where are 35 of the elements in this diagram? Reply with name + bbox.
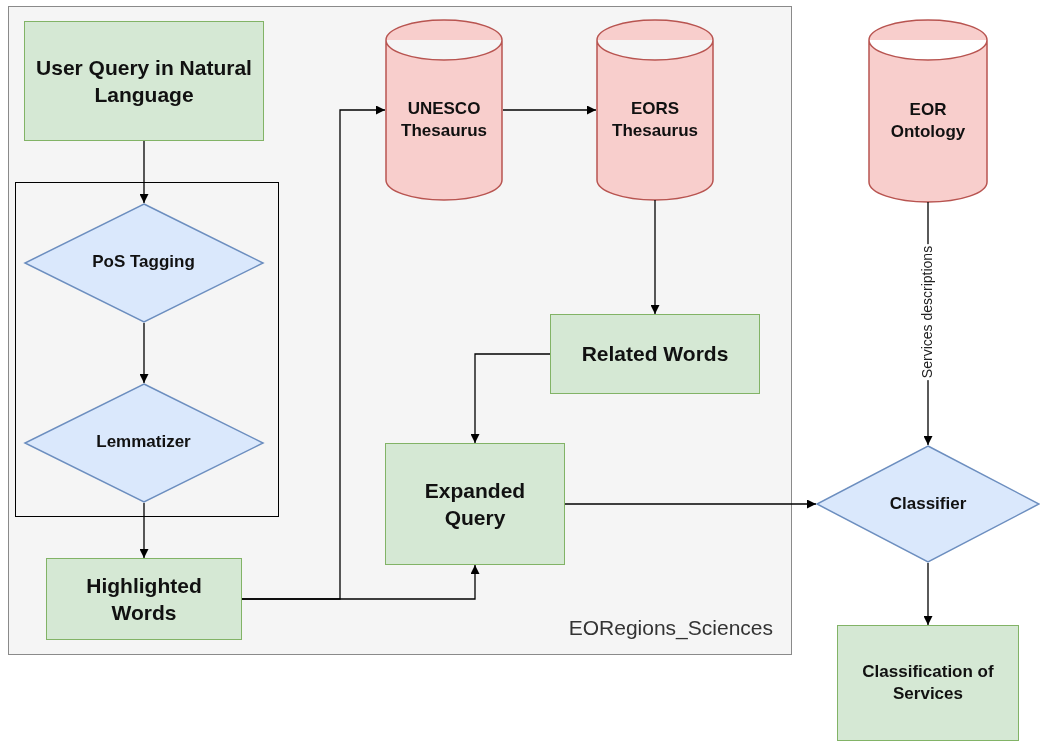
- node-label: Expanded Query: [423, 477, 527, 531]
- node-label: Related Words: [581, 341, 729, 368]
- process-box: [550, 314, 760, 394]
- decision-diamond: [23, 202, 264, 323]
- group-frame: [15, 182, 279, 517]
- arrow: [923, 562, 933, 626]
- node-label: UNESCO Thesaurus: [400, 97, 488, 142]
- node-label: User Query in Natural Language: [35, 54, 253, 108]
- node-label: Classification of Services: [861, 660, 995, 705]
- arrow: [139, 322, 149, 384]
- node-label: PoS Tagging: [92, 251, 195, 274]
- process-box: [24, 21, 264, 141]
- group-container: [8, 6, 792, 655]
- database-cylinder: [596, 20, 714, 200]
- node-label: Classifier: [889, 492, 967, 515]
- process-box: [385, 443, 565, 565]
- arrow: [502, 105, 597, 115]
- process-box: [46, 558, 242, 640]
- database-cylinder: [868, 20, 988, 202]
- node-label: EORS Thesaurus: [611, 97, 699, 142]
- arrow: [241, 564, 480, 600]
- group-label: EORegions_Sciences: [568, 616, 773, 640]
- node-label: Lemmatizer: [96, 431, 191, 454]
- arrow: [139, 502, 149, 559]
- decision-diamond: [23, 382, 264, 503]
- decision-diamond: [816, 445, 1040, 563]
- arrow: [139, 140, 149, 204]
- database-cylinder: [385, 20, 503, 200]
- node-label: Highlighted Words: [85, 572, 203, 626]
- edge-label: Services descriptions: [920, 243, 936, 380]
- node-label: EOR Ontology: [889, 98, 967, 143]
- arrow: [650, 199, 660, 315]
- arrow: [564, 499, 817, 509]
- process-box: [837, 625, 1019, 741]
- arrow: [470, 353, 551, 444]
